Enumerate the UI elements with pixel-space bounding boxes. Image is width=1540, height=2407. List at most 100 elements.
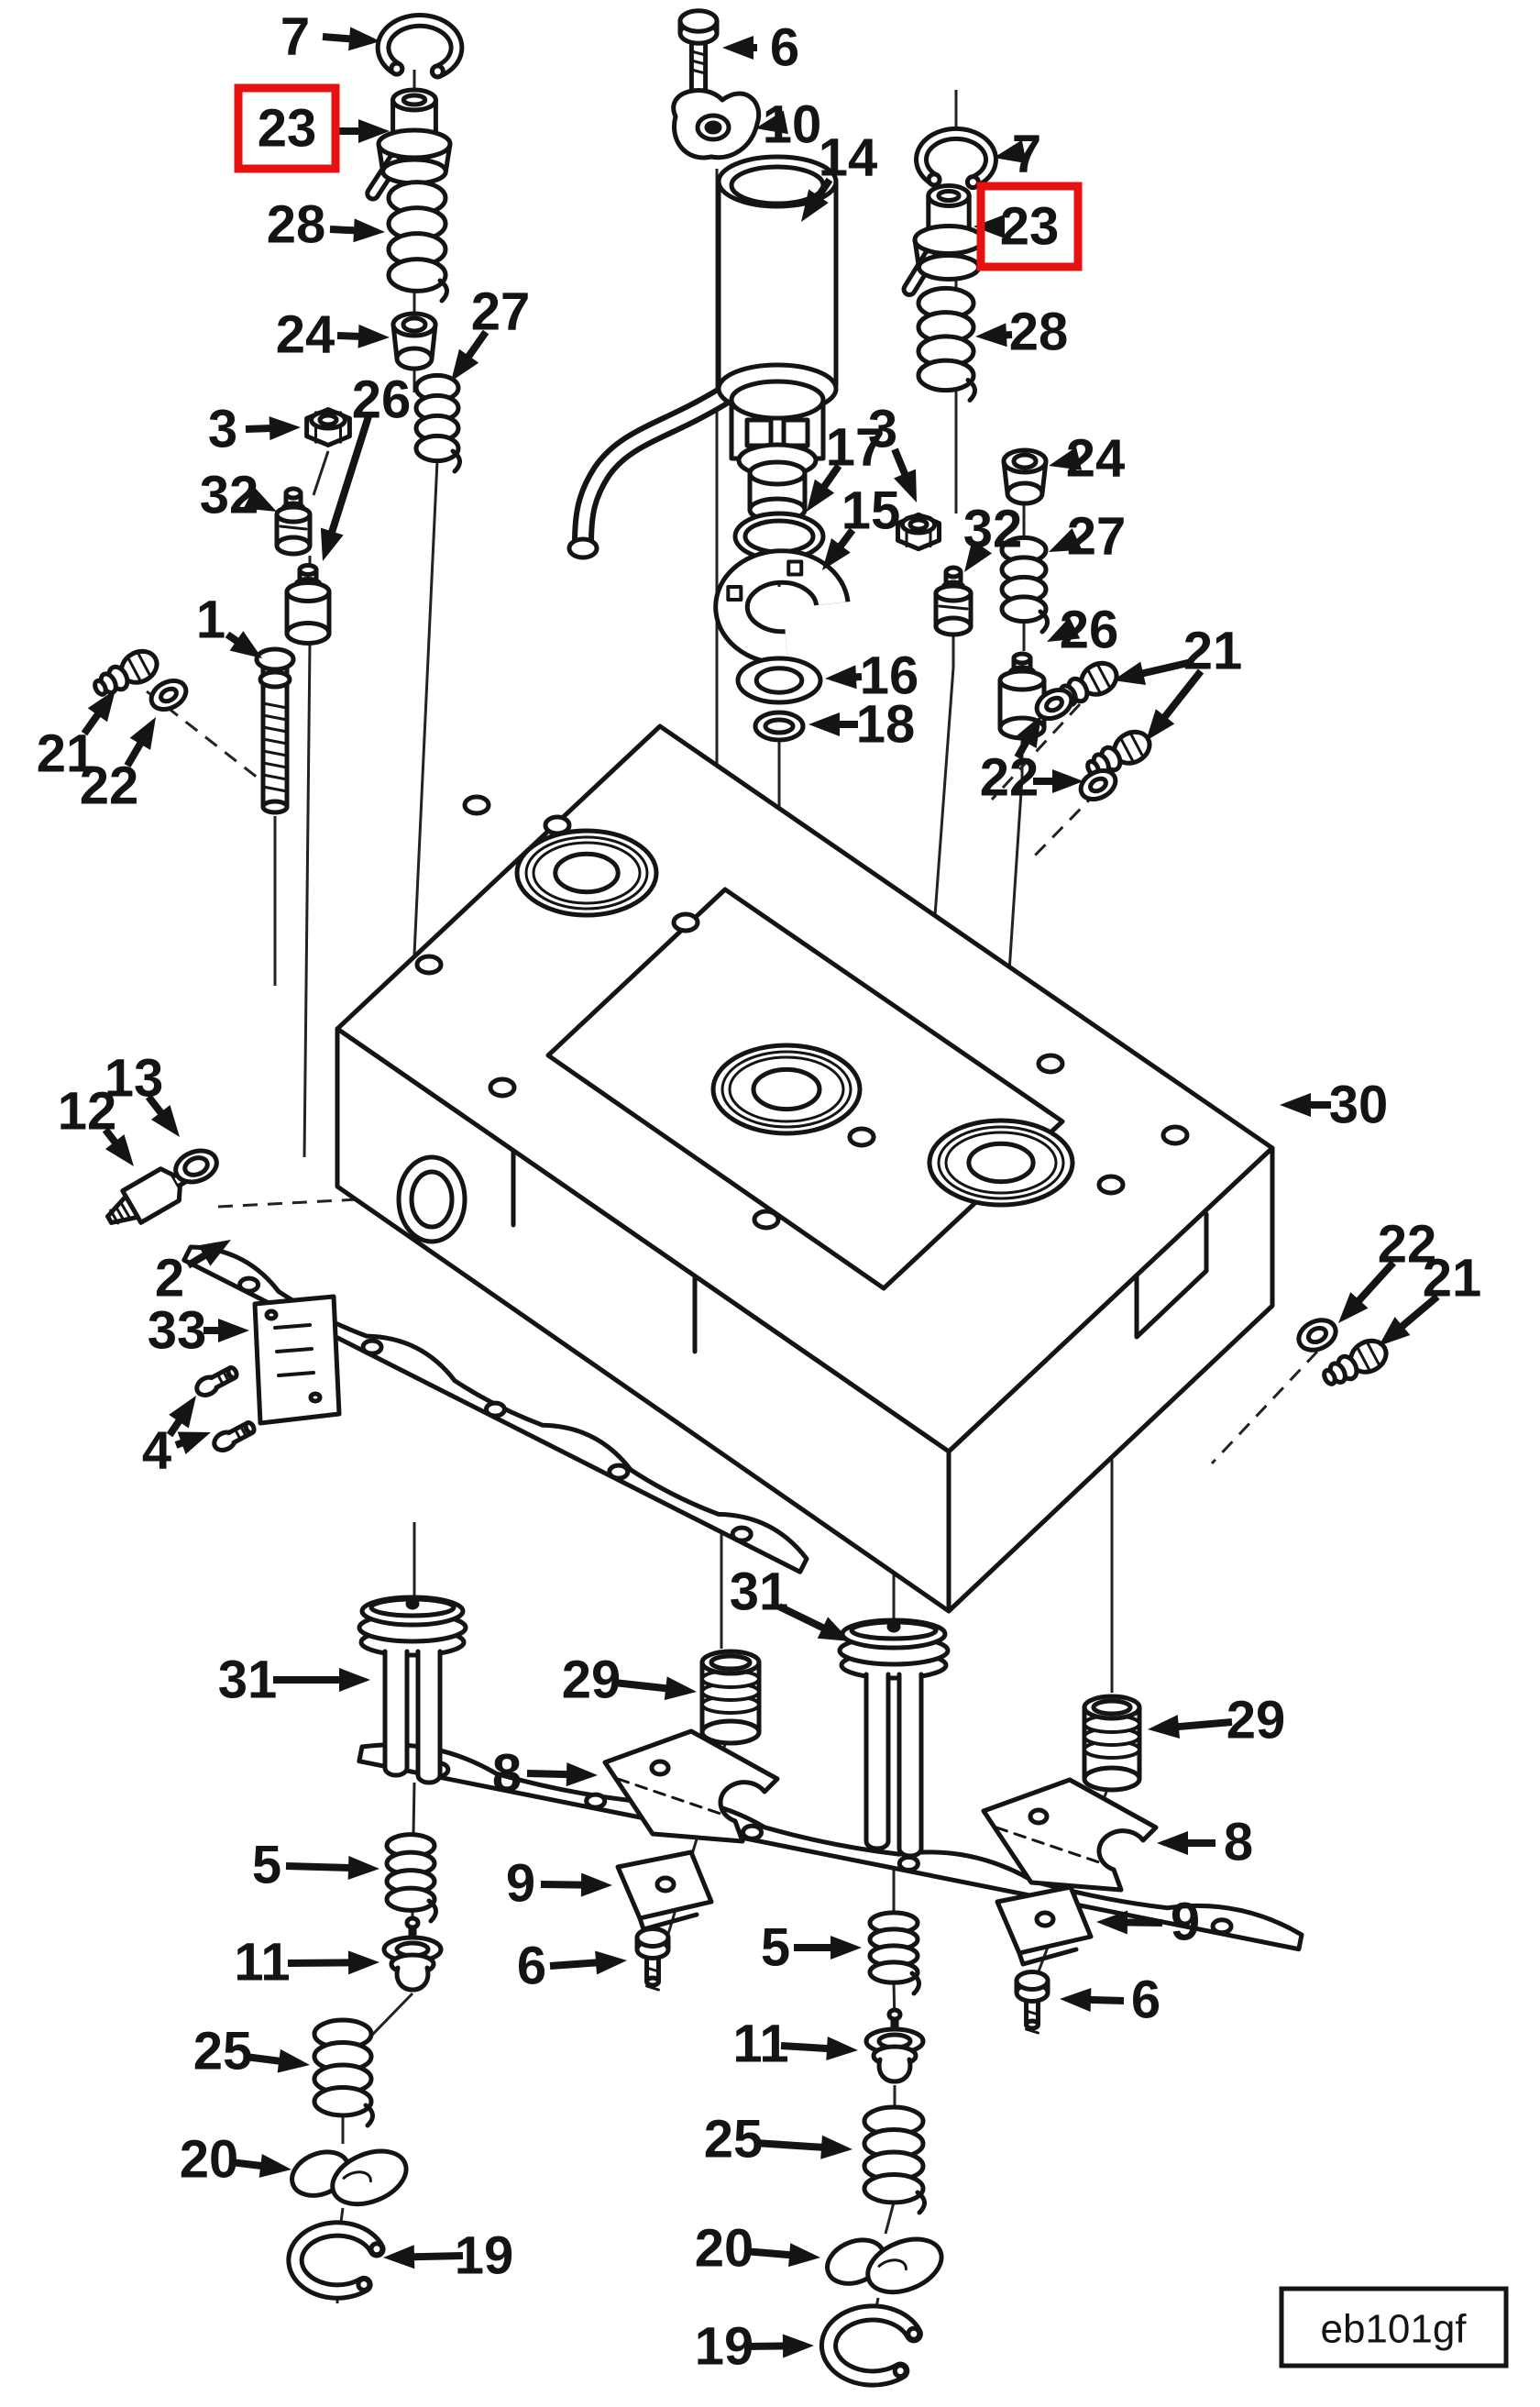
- callout-label: 28: [1009, 303, 1069, 362]
- callout-label: 25: [193, 2022, 253, 2081]
- part-edge: [1118, 736, 1136, 764]
- callout-label: 7: [1012, 125, 1041, 184]
- part-edge: [239, 1425, 248, 1438]
- callout-label: 19: [455, 2226, 514, 2286]
- arrow-head: [1379, 1317, 1411, 1346]
- part-edge: [389, 61, 405, 77]
- part-edge: [1096, 664, 1111, 689]
- arrow-head: [817, 1617, 851, 1641]
- part-edge: [995, 1826, 1106, 1866]
- part-edge: [906, 2325, 922, 2342]
- part-edge: [356, 2276, 372, 2292]
- part-edge: [786, 559, 804, 577]
- oring-ring: [1034, 687, 1074, 722]
- part-edge: [405, 1597, 420, 1610]
- arrow-head: [348, 27, 380, 51]
- part-edge: [1091, 1698, 1133, 1717]
- callout-label: 21: [1423, 1249, 1482, 1308]
- callout-8: 8: [1157, 1813, 1253, 1872]
- part-edge: [926, 171, 942, 188]
- arrow-head: [808, 712, 840, 736]
- part-edge: [671, 911, 700, 933]
- callout-label: 23: [258, 99, 317, 159]
- part-edge: [1366, 1342, 1380, 1366]
- part-edge: [137, 652, 151, 677]
- arrow-head: [1280, 1093, 1311, 1117]
- arrow: [1395, 1293, 1440, 1333]
- centerline: [412, 1782, 416, 1835]
- callout-8: 8: [492, 1744, 598, 1804]
- callout-label: 1: [196, 591, 226, 650]
- callout-label: 15: [842, 481, 901, 541]
- part-edge: [781, 417, 810, 448]
- callout-27: 27: [1049, 507, 1126, 567]
- part-edge: [847, 1126, 876, 1148]
- cylinder-head-icon: [335, 723, 1275, 1614]
- part-edge: [578, 389, 732, 548]
- part-edge: [754, 666, 805, 695]
- part-edge: [308, 1391, 323, 1404]
- arrow: [777, 1603, 830, 1634]
- callout-10: 10: [755, 95, 821, 155]
- part-edge: [747, 459, 808, 487]
- callout-7: 7: [280, 7, 380, 67]
- part-edge: [867, 1960, 920, 1985]
- oring-icon: [1034, 687, 1074, 722]
- arrow-head: [801, 189, 829, 222]
- callout-label: 14: [819, 128, 878, 188]
- callout-label: 6: [1131, 1971, 1160, 2030]
- callout-22: 22: [980, 715, 1084, 808]
- arrow-head: [104, 1134, 134, 1166]
- oring-ring: [1078, 767, 1118, 802]
- part-edge: [360, 1338, 384, 1356]
- callout-label: 9: [506, 1854, 535, 1914]
- screw-body: [212, 1420, 257, 1452]
- spacer-plate-icon: [995, 1884, 1094, 1967]
- part-edge: [93, 678, 108, 697]
- part-edge: [1038, 609, 1050, 635]
- part-edge: [936, 189, 962, 203]
- arrow-head: [243, 487, 277, 512]
- arrow-head: [1049, 447, 1083, 470]
- part-edge: [864, 1672, 891, 1851]
- part-edge: [689, 50, 708, 57]
- arrow-head: [347, 1856, 380, 1880]
- part-edge: [274, 504, 313, 524]
- fitting-body: [1322, 1338, 1389, 1386]
- callout-23: 23: [234, 83, 390, 173]
- arrow-head: [1157, 1831, 1188, 1855]
- part-edge: [261, 725, 289, 734]
- arrow-head: [893, 469, 917, 502]
- arrow-head: [383, 2245, 415, 2269]
- part-edge: [566, 536, 600, 560]
- part-edge: [654, 1875, 676, 1894]
- coil-spring-icon: [384, 1832, 438, 1924]
- part-edge: [1036, 1053, 1065, 1075]
- part-edge: [260, 660, 290, 810]
- callout-label: 26: [1060, 601, 1119, 660]
- arrow: [245, 2053, 285, 2066]
- part-edge: [1082, 1765, 1142, 1793]
- part-edge: [823, 2308, 918, 2383]
- part-edge: [413, 433, 461, 464]
- part-edge: [401, 93, 428, 107]
- arrow-head: [1049, 528, 1083, 552]
- part-edge: [1088, 776, 1108, 794]
- callout-32: 32: [200, 466, 277, 525]
- arrow: [326, 414, 372, 538]
- callout-13: 13: [104, 1049, 180, 1137]
- arrow: [754, 2139, 828, 2152]
- callout-label: 19: [695, 2317, 754, 2377]
- part-edge: [1028, 1807, 1050, 1826]
- coil-spring-icon: [312, 2017, 375, 2128]
- part-edge: [376, 127, 453, 160]
- part-edge: [876, 2057, 913, 2084]
- bolt-icon: [634, 1926, 671, 1992]
- ribbed-tappet-icon: [699, 1649, 762, 1746]
- arrow-head: [964, 539, 993, 572]
- arrow-head: [788, 2243, 820, 2268]
- arrow-head: [825, 665, 857, 690]
- part-edge: [115, 1206, 126, 1221]
- ribbed-tappet-icon: [1082, 1694, 1142, 1793]
